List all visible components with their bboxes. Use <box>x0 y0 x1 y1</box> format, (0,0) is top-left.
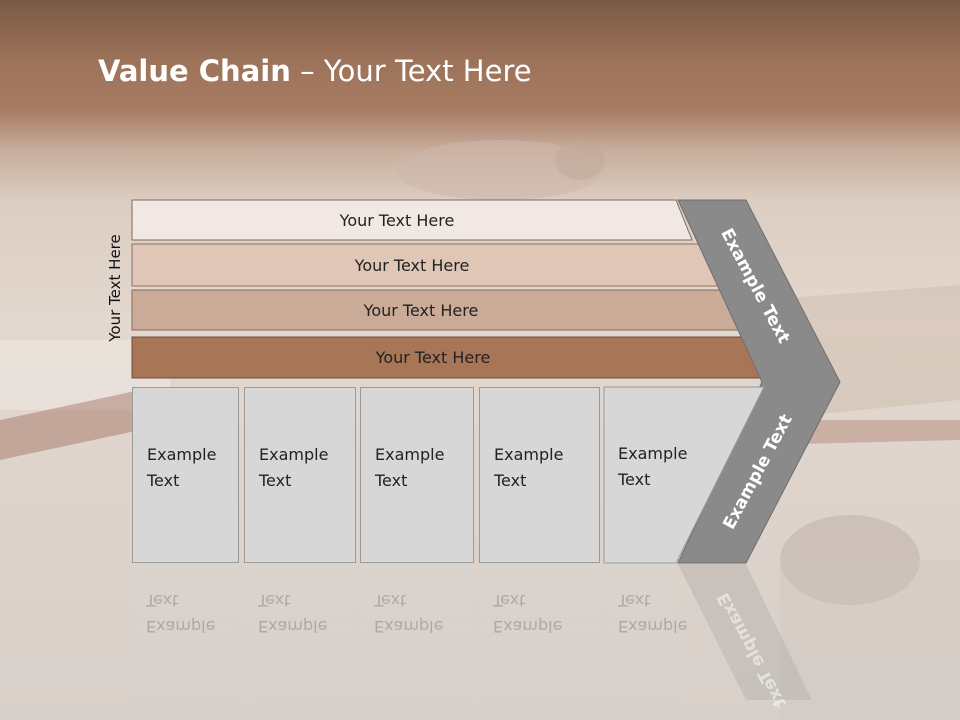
primary-box-2: Example Text <box>244 387 356 563</box>
slide-title: Value Chain – Your Text Here <box>98 54 532 88</box>
primary-box-1-text: Example Text <box>147 445 217 490</box>
primary-box-5-reflection: Example Text <box>604 563 687 713</box>
support-bar-3: Your Text Here <box>132 290 740 330</box>
primary-box-3-reflection: Example Text <box>360 563 474 713</box>
primary-box-1: Example Text <box>132 387 239 563</box>
title-rest: – Your Text Here <box>290 54 532 88</box>
primary-box-3-text: Example Text <box>375 445 445 490</box>
primary-box-3: Example Text <box>360 387 474 563</box>
primary-box-2-text: Example Text <box>259 445 329 490</box>
title-bold: Value Chain <box>98 54 291 88</box>
margin-chevron <box>677 199 841 564</box>
primary-box-5-shape <box>603 386 765 564</box>
support-bar-1: Your Text Here <box>132 200 692 240</box>
primary-box-4: Example Text <box>479 387 600 563</box>
primary-box-4-reflection: Example Text <box>479 563 600 713</box>
primary-box-5-text: Example Text <box>618 444 688 489</box>
primary-box-4-text: Example Text <box>494 445 564 490</box>
primary-box-2-reflection: Example Text <box>244 563 356 713</box>
support-bar-2: Your Text Here <box>132 244 722 286</box>
primary-box-1-reflection: Example Text <box>132 563 239 713</box>
support-bar-4: Your Text Here <box>132 337 764 378</box>
primary-box-5: Example Text <box>604 387 694 563</box>
